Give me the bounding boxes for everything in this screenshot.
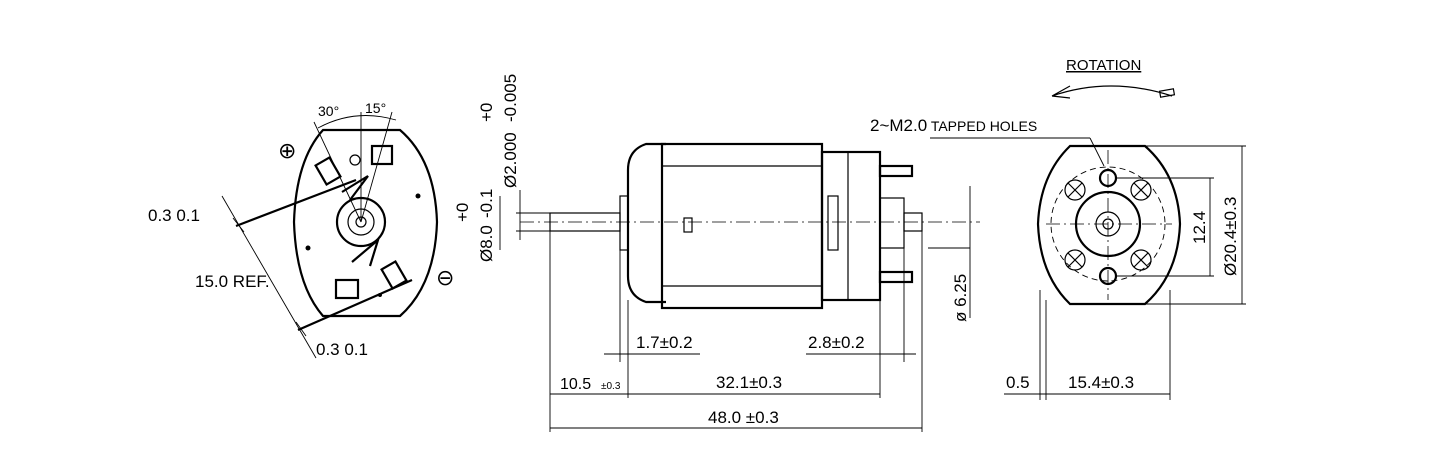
front-tol-tick (295, 321, 307, 337)
rotation-arrow-tail (1158, 88, 1176, 98)
side-rear-boss (879, 197, 905, 249)
front-tol-upper-label: 0.3 0.1 (148, 206, 200, 225)
side-view: Ø2.000 -0.005 +0 Ø8.0 -0.1 +0 1.7±0.2 2.… (453, 74, 980, 432)
side-shaft-tol-upper: +0 (477, 103, 496, 122)
rear-view: ROTATION 2~M2.0 TAPPED HOLES (870, 57, 1246, 400)
side-boss-dia-label: Ø8.0 (477, 225, 496, 262)
front-angle-30-label: 30° (318, 103, 339, 119)
front-view: 30° 15° ⊕ ⊖ 0.3 0.1 15.0 REF. 0.3 0.1 (148, 100, 454, 359)
rotation-arrow (1051, 85, 1173, 99)
front-ref-diagonal (221, 195, 317, 359)
side-terminal-dia-label: ø 6.25 (951, 274, 970, 322)
side-front-boss (619, 195, 629, 251)
side-shaft-left (549, 212, 621, 232)
front-minus-symbol: ⊖ (436, 265, 454, 290)
rear-vent-hole (1064, 179, 1086, 201)
front-brush-arm (341, 175, 369, 201)
front-vent-dot (305, 245, 311, 251)
rotation-label: ROTATION (1066, 57, 1141, 74)
holes-suffix: TAPPED HOLES (927, 118, 1037, 134)
front-brush-arm (351, 236, 381, 267)
side-boss-tol-lower: -0.1 (477, 189, 496, 218)
side-shaft-dia-label: Ø2.000 (501, 132, 520, 188)
side-terminal-top (878, 164, 914, 178)
side-boss-tol-upper: +0 (453, 203, 472, 222)
holes-label: 2~M2.0 TAPPED HOLES (870, 116, 1037, 135)
side-dim-32-1-label: 32.1±0.3 (716, 373, 782, 392)
side-can-body (660, 142, 824, 310)
rear-vent-hole (1130, 179, 1152, 201)
front-ref-line-lower (297, 278, 413, 332)
side-dim-1-7-label: 1.7±0.2 (636, 333, 693, 352)
holes-leader-diag (1089, 137, 1105, 167)
front-body-outline (292, 128, 439, 318)
rear-gap-label: 0.5 (1006, 373, 1030, 392)
front-tol-tick (232, 217, 245, 233)
front-plus-symbol: ⊕ (278, 138, 296, 163)
side-dim-10-5-tol: ±0.3 (601, 381, 621, 392)
holes-prefix: 2~M2.0 (870, 116, 927, 135)
front-angle-line-30 (313, 121, 362, 223)
side-terminal-bottom (878, 270, 914, 284)
rear-vent-hole (1064, 249, 1086, 271)
rear-width-label: 15.4±0.3 (1068, 373, 1134, 392)
front-angle-line-15 (360, 111, 393, 223)
rear-pitch-label: 12.4 (1190, 211, 1209, 244)
front-angle-15-label: 15° (365, 100, 386, 116)
front-angle-arc (317, 115, 397, 129)
front-terminal-bottom-left (334, 278, 360, 300)
rear-vent-hole (1130, 249, 1152, 271)
front-tol-lower-label: 0.3 0.1 (316, 340, 368, 359)
front-vent-dot (415, 193, 421, 199)
side-shaft-tol-lower: -0.005 (501, 74, 520, 122)
front-ref-line-upper (235, 178, 357, 228)
side-can-front (626, 142, 666, 304)
side-can-notch (683, 217, 693, 233)
side-end-cap (820, 150, 882, 302)
front-small-hole (349, 154, 361, 166)
rear-body-dashed-circle (1050, 166, 1166, 282)
side-dim-2-8-label: 2.8±0.2 (808, 333, 865, 352)
side-shaft-right (903, 212, 923, 232)
side-dim-10-5-label: 10.5 (560, 376, 591, 393)
side-end-cap-ridge (827, 195, 839, 251)
rear-body-dia-label: Ø20.4±0.3 (1221, 197, 1240, 276)
front-ref-label: 15.0 REF. (195, 272, 270, 291)
side-dim-total-label: 48.0 ±0.3 (708, 408, 779, 427)
